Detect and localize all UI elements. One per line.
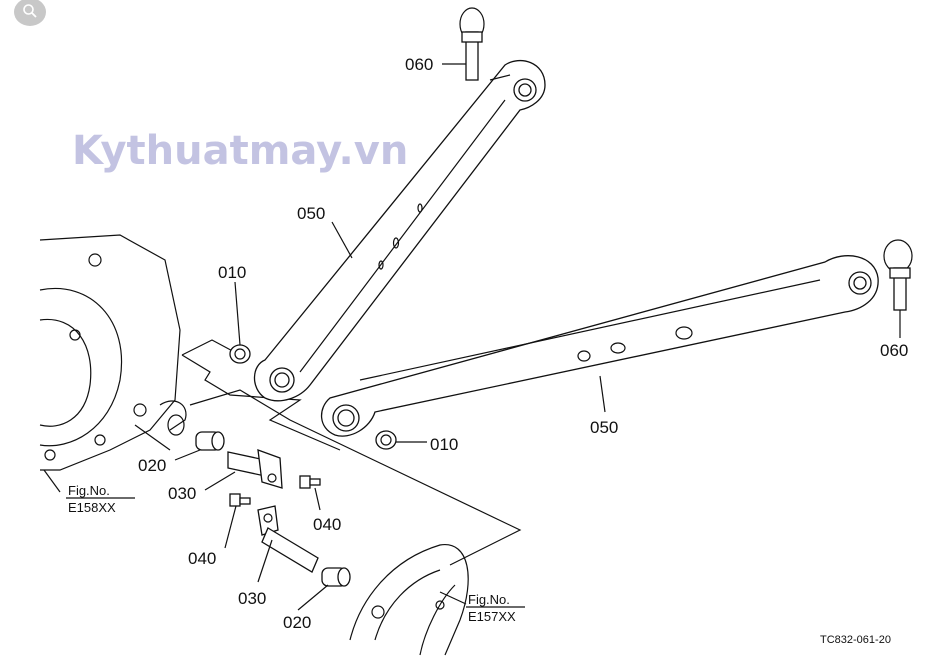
label-010-right: 010 [430, 435, 458, 454]
search-button[interactable] [14, 0, 46, 26]
magnifier-icon [23, 4, 37, 18]
label-060-right: 060 [880, 341, 908, 360]
pin-030-lower [257, 505, 319, 573]
lift-arm-lower [320, 255, 879, 437]
lynch-pin-right [883, 239, 913, 311]
bushing-020-upper [195, 431, 225, 451]
bushing-010-right [375, 430, 397, 450]
label-010-left: 010 [218, 263, 246, 282]
bolt-040-upper [299, 475, 321, 489]
fig-ref-left-code[interactable]: E158XX [68, 500, 116, 515]
bushing-020-lower [321, 567, 351, 587]
lynch-pin-top [459, 7, 485, 81]
drawing-code: TC832-061-20 [820, 634, 891, 646]
transmission-housing-left [39, 234, 187, 471]
label-020-upper: 020 [138, 456, 166, 475]
leader-lines [43, 63, 901, 611]
watermark: Kythuatmay.vn [72, 128, 409, 174]
transmission-housing-right [349, 544, 469, 656]
bolt-040-lower [229, 493, 251, 507]
fig-ref-left-title[interactable]: Fig.No. [68, 483, 110, 498]
label-050-lower: 050 [590, 418, 618, 437]
fig-ref-right-title[interactable]: Fig.No. [468, 592, 510, 607]
reference-outline-lower [134, 389, 522, 566]
label-040-upper: 040 [313, 515, 341, 534]
label-040-lower: 040 [188, 549, 216, 568]
label-020-lower: 020 [283, 613, 311, 632]
label-060-top: 060 [405, 55, 433, 74]
label-030-upper: 030 [168, 484, 196, 503]
label-050-upper: 050 [297, 204, 325, 223]
pin-030-upper [227, 449, 283, 489]
lift-arm-upper [253, 59, 546, 402]
fig-ref-right-code[interactable]: E157XX [468, 609, 516, 624]
label-030-lower: 030 [238, 589, 266, 608]
bushing-010-left [229, 344, 251, 364]
